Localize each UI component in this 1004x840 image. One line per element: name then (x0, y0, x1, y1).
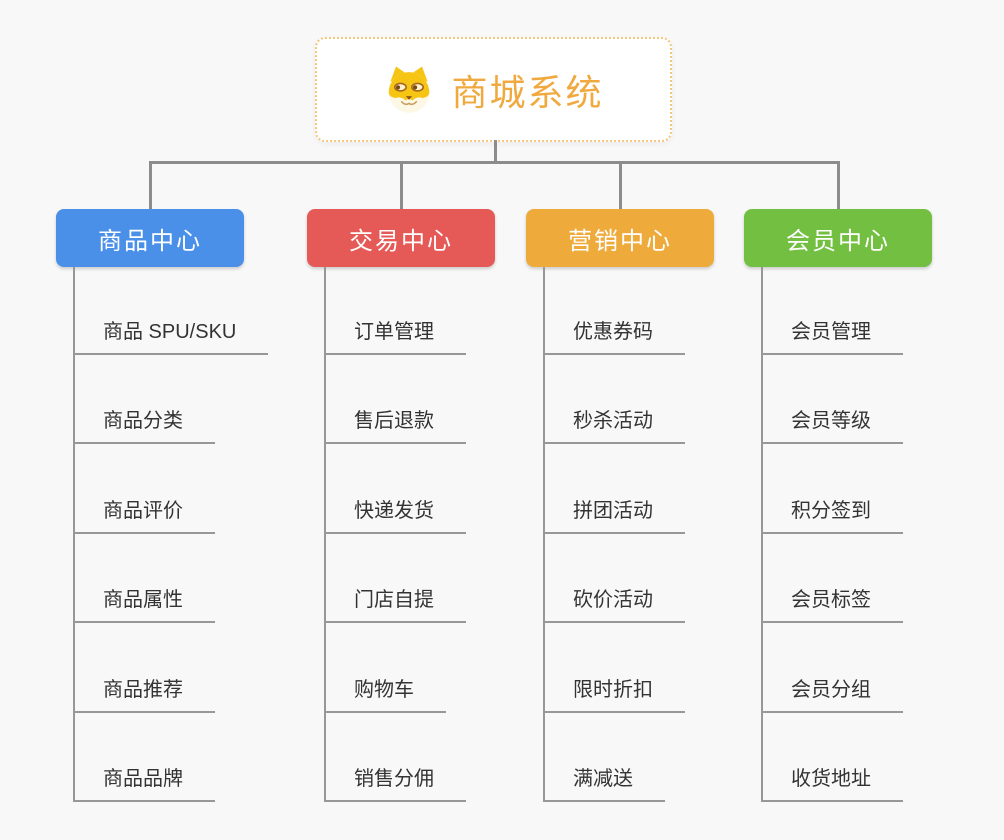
branch-trunk-line-members (761, 267, 763, 802)
branch-trunk-line-marketing (543, 267, 545, 802)
shiba-dog-icon (383, 64, 435, 116)
branch-header-marketing[interactable]: 营销中心 (526, 209, 714, 267)
connector-root-vertical (494, 140, 497, 162)
leaf-item[interactable]: 满减送 (543, 767, 665, 802)
leaf-item[interactable]: 售后退款 (324, 409, 466, 444)
branch-header-trade[interactable]: 交易中心 (307, 209, 495, 267)
leaf-item[interactable]: 会员标签 (761, 588, 903, 623)
leaf-item[interactable]: 会员分组 (761, 678, 903, 713)
root-title: 商城系统 (451, 71, 604, 113)
connector-drop-branch-3 (619, 161, 622, 209)
root-node[interactable]: 商城系统 (315, 37, 672, 142)
leaf-item[interactable]: 商品品牌 (73, 767, 215, 802)
leaf-item[interactable]: 拼团活动 (543, 499, 685, 534)
connector-drop-branch-1 (149, 161, 152, 209)
leaf-item[interactable]: 限时折扣 (543, 678, 685, 713)
branch-header-members[interactable]: 会员中心 (744, 209, 932, 267)
leaf-item[interactable]: 商品推荐 (73, 678, 215, 713)
leaf-item[interactable]: 砍价活动 (543, 588, 685, 623)
connector-horizontal (149, 161, 840, 164)
leaf-item[interactable]: 商品属性 (73, 588, 215, 623)
leaf-item[interactable]: 订单管理 (324, 320, 466, 355)
branch-trunk-line-products (73, 267, 75, 802)
leaf-item[interactable]: 销售分佣 (324, 767, 466, 802)
leaf-item[interactable]: 优惠券码 (543, 320, 685, 355)
leaf-item[interactable]: 会员等级 (761, 409, 903, 444)
leaf-item[interactable]: 商品评价 (73, 499, 215, 534)
leaf-item[interactable]: 会员管理 (761, 320, 903, 355)
branch-trunk-line-trade (324, 267, 326, 802)
branch-header-products[interactable]: 商品中心 (56, 209, 244, 267)
connector-drop-branch-4 (837, 161, 840, 209)
leaf-item[interactable]: 快递发货 (324, 499, 466, 534)
leaf-item[interactable]: 收货地址 (761, 767, 903, 802)
leaf-item[interactable]: 门店自提 (324, 588, 466, 623)
connector-drop-branch-2 (400, 161, 403, 209)
leaf-item[interactable]: 积分签到 (761, 499, 903, 534)
leaf-item[interactable]: 商品 SPU/SKU (73, 320, 269, 355)
leaf-item[interactable]: 秒杀活动 (543, 409, 685, 444)
leaf-item[interactable]: 商品分类 (73, 409, 215, 444)
leaf-item[interactable]: 购物车 (324, 678, 446, 713)
